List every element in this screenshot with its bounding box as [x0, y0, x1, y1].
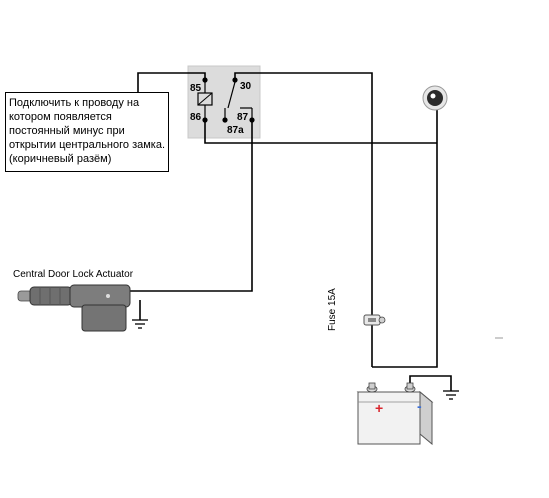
pin-30-label: 30	[240, 81, 252, 92]
ground-symbol-battery	[443, 390, 459, 400]
battery-icon	[356, 382, 434, 446]
battery-minus-sign: -	[417, 398, 422, 414]
pin-86-label: 86	[190, 112, 202, 123]
note-line: Подключить к проводу на	[9, 97, 140, 109]
relay-body	[187, 65, 261, 139]
fuse-label: Fuse 15A	[327, 288, 338, 331]
note-box: Подключить к проводу на котором появляет…	[5, 92, 169, 172]
wires	[128, 72, 452, 391]
actuator-icon	[17, 284, 131, 332]
actuator-label: Central Door Lock Actuator	[13, 269, 134, 280]
lamp-icon	[422, 85, 448, 111]
pin-87a-label: 87a	[227, 125, 244, 136]
note-line: открытии центрального замка.	[9, 139, 166, 151]
fuse-icon	[363, 314, 386, 326]
note-line: котором появляется	[9, 111, 112, 123]
relay-switch	[227, 81, 236, 109]
pin-87-label: 87	[237, 112, 249, 123]
ground-symbol-actuator	[132, 319, 148, 329]
note-line: постоянный минус при	[9, 125, 125, 137]
note-line: (коричневый разём)	[9, 153, 112, 165]
pin-85-label: 85	[190, 83, 202, 94]
battery-plus-sign: +	[375, 400, 384, 416]
pin-87a-dot	[222, 117, 228, 123]
